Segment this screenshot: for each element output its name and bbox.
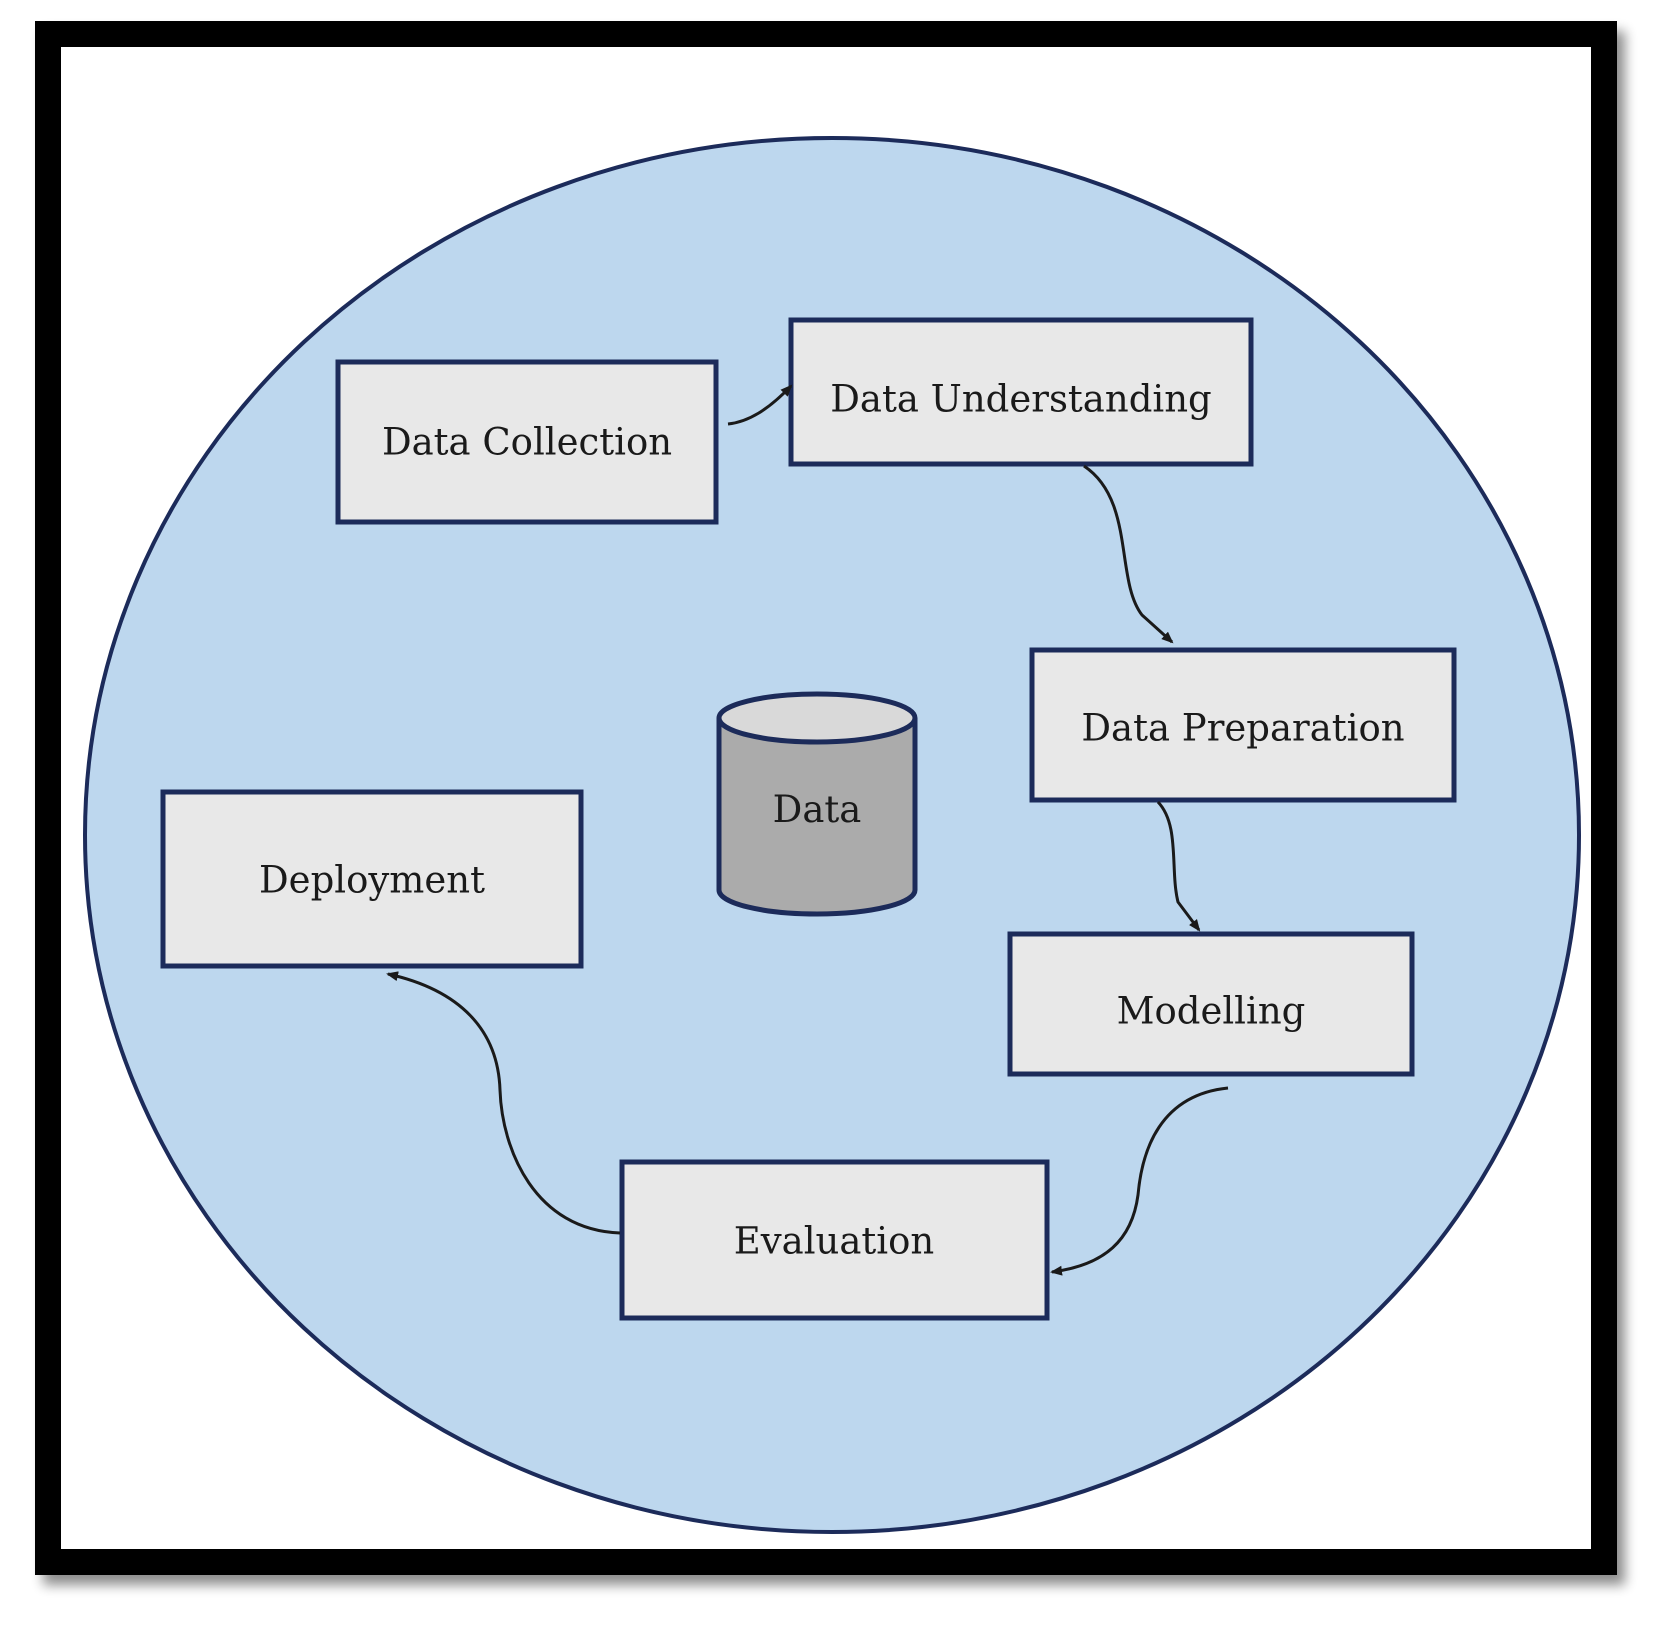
step-data-understanding: Data Understanding [788,317,1254,467]
step-evaluation: Evaluation [619,1159,1050,1321]
step-data-collection: Data Collection [335,359,719,525]
step-deployment: Deployment [160,789,584,969]
center-data-label: Data [773,788,862,831]
arrow-collection-to-understanding [727,384,793,426]
step-label: Evaluation [734,1220,935,1263]
step-data-preparation: Data Preparation [1029,647,1457,803]
step-modelling: Modelling [1007,931,1415,1077]
step-label: Data Collection [382,421,672,464]
step-label: Deployment [259,859,485,902]
arrow-modelling-to-evaluation [1050,1086,1229,1276]
step-label: Data Understanding [830,378,1211,421]
database-cylinder-icon: Data [716,691,918,917]
step-label: Modelling [1117,990,1306,1033]
arrow-evaluation-to-deployment [386,971,621,1235]
arrow-preparation-to-modelling [1156,800,1201,932]
arrow-understanding-to-preparation [1083,464,1174,644]
step-label: Data Preparation [1081,707,1404,750]
